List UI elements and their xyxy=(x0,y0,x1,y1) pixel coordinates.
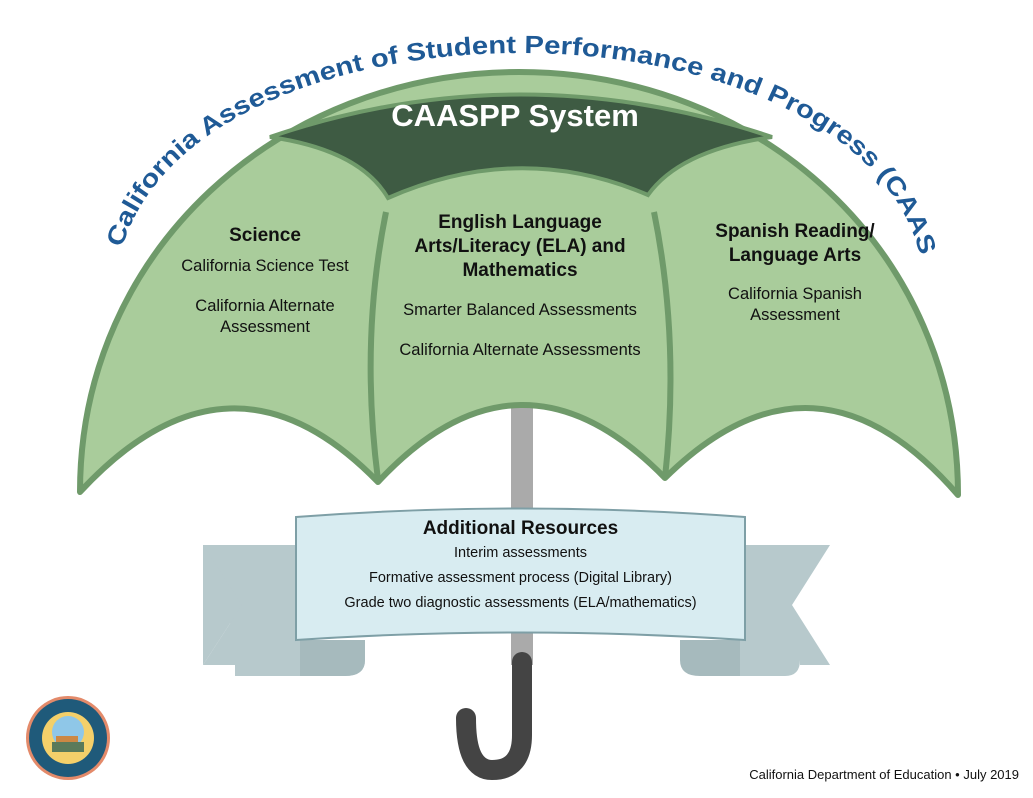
resources-box: Additional Resources Interim assessments… xyxy=(296,517,745,616)
panel-heading: Science xyxy=(229,225,301,246)
umbrella-canopy xyxy=(77,69,961,498)
resources-heading: Additional Resources xyxy=(422,518,619,539)
umbrella-cap xyxy=(269,92,773,201)
resource-item: Interim assessments xyxy=(454,545,587,561)
ribbon-left-shape xyxy=(203,545,300,676)
resource-item: Grade two diagnostic assessments (ELA/ma… xyxy=(344,595,697,611)
ribbon-left-fold xyxy=(300,640,365,676)
umbrella-handle xyxy=(456,652,532,781)
panel-heading: Spanish Reading/ Language Arts xyxy=(715,221,875,266)
ribbon-right-fold xyxy=(680,640,740,676)
panel-heading: English Language Arts/Literacy (ELA) and… xyxy=(414,212,626,281)
resources-banner xyxy=(295,507,746,642)
panel-item: California Science Test xyxy=(181,257,349,275)
panel-item: California Alternate Assessment xyxy=(195,297,335,336)
panel-ela-math: English Language Arts/Literacy (ELA) and… xyxy=(380,211,660,361)
cde-seal-logo xyxy=(26,696,110,780)
rib-right xyxy=(651,211,674,479)
resource-item: Formative assessment process (Digital Li… xyxy=(369,570,672,586)
footer-credit: California Department of Education • Jul… xyxy=(749,767,1019,782)
ribbon-right-shape xyxy=(740,545,830,676)
cap-label: CAASPP System xyxy=(391,98,639,133)
panel-item: Smarter Balanced Assessments xyxy=(403,301,637,319)
panel-science: Science California Science Test Californ… xyxy=(140,224,390,338)
rib-left xyxy=(367,211,389,481)
panel-item: California Spanish Assessment xyxy=(728,285,862,324)
panel-item: California Alternate Assessments xyxy=(399,341,641,359)
panel-spanish: Spanish Reading/ Language Arts Californi… xyxy=(695,220,895,326)
